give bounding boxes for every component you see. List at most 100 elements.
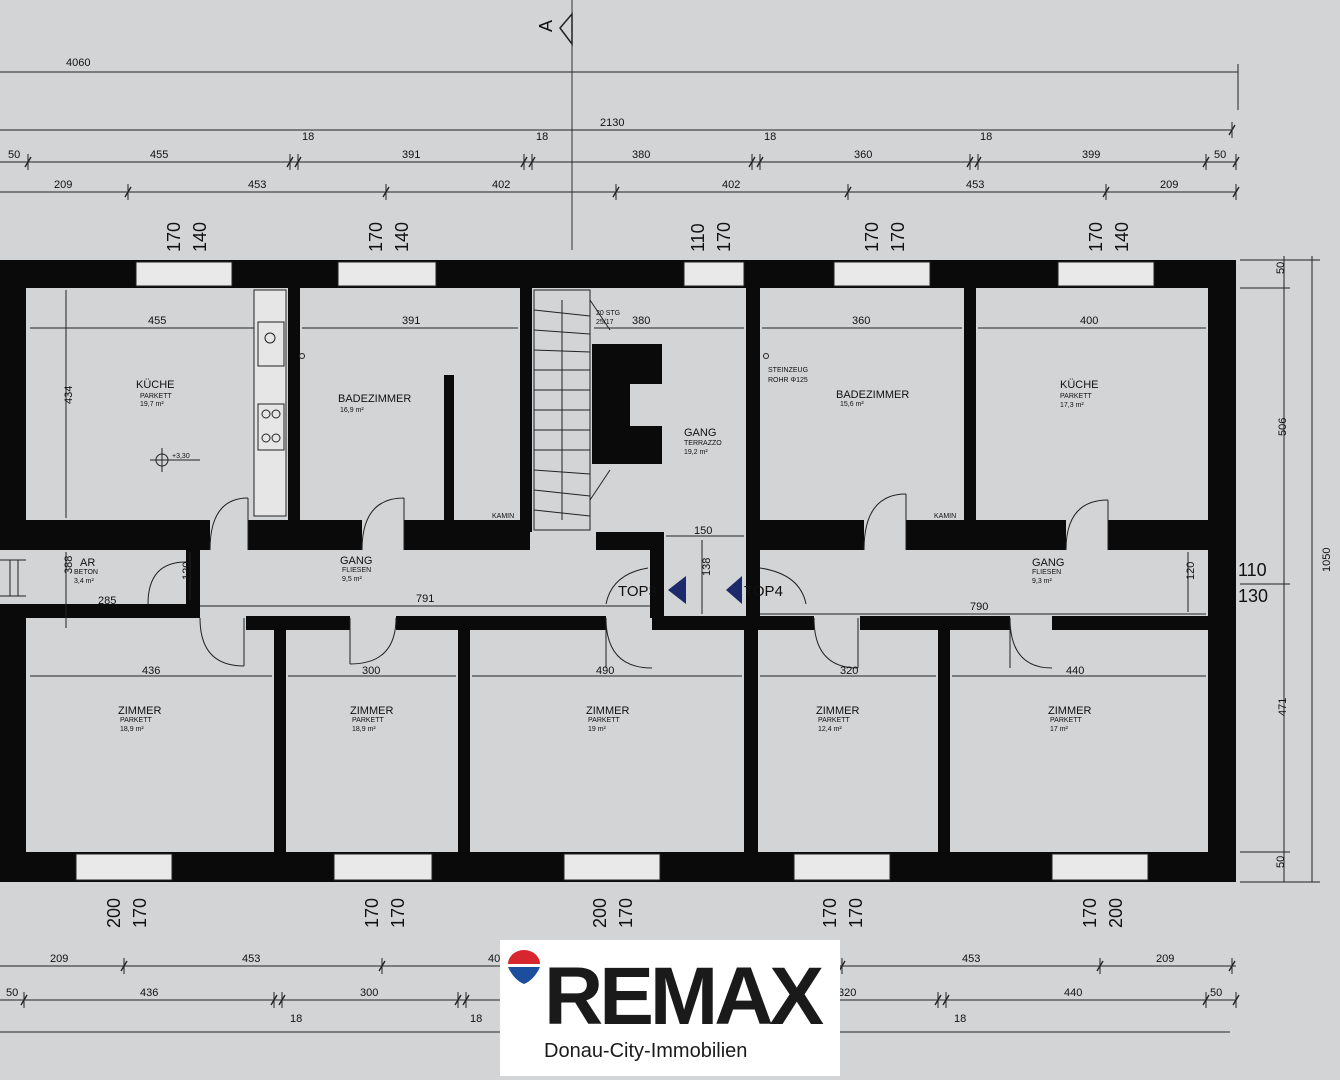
stair-width: 380	[632, 315, 650, 327]
top4-arrow-icon	[726, 576, 742, 604]
gang-top-floor: TERRAZZO	[684, 440, 722, 447]
dim-bot-r1-5: 209	[1156, 953, 1174, 965]
stair-label-1: 20 STG	[596, 310, 620, 317]
win-bot-2b: 170	[388, 898, 408, 928]
z5-floor: PARKETT	[1050, 717, 1082, 724]
win-bot-1a: 200	[104, 898, 124, 928]
z4-area: 12,4 m²	[818, 726, 842, 733]
ar-name: AR	[80, 557, 95, 569]
win-bot-2a: 170	[362, 898, 382, 928]
kueche1-area: 19,7 m²	[140, 401, 164, 408]
staircase	[533, 289, 611, 531]
dim-top-r1-4: 18	[536, 131, 548, 143]
z3-floor: PARKETT	[588, 717, 620, 724]
dim-ticks-top	[24, 122, 1240, 200]
dim-bot-r2-6: 50	[1210, 987, 1222, 999]
z2-area: 18,9 m²	[352, 726, 376, 733]
win-bot-5a: 170	[1080, 898, 1100, 928]
dim-bot-r1-1: 453	[242, 953, 260, 965]
level-marker-icon	[150, 448, 200, 472]
win-top-5a: 170	[1086, 222, 1106, 252]
dim-right-50b: 50	[1275, 856, 1287, 868]
win-top-1b: 140	[190, 222, 210, 252]
bad1-name: BADEZIMMER	[338, 393, 411, 405]
rohr-note-2: ROHR Φ125	[768, 377, 808, 384]
dim-bot-18-0: 18	[290, 1013, 302, 1025]
gang-r-area: 9,3 m²	[1032, 578, 1053, 585]
gang-r-d120: 120	[1185, 562, 1197, 580]
win-top-2b: 140	[392, 222, 412, 252]
bad1-width: 391	[402, 315, 420, 327]
z3-name: ZIMMER	[586, 705, 629, 717]
z4-name: ZIMMER	[816, 705, 859, 717]
remax-logo: REMAX Donau-City-Immobilien	[500, 940, 840, 1076]
kueche1-width: 455	[148, 315, 166, 327]
dim-bot-r2-1: 436	[140, 987, 158, 999]
z1-name: ZIMMER	[118, 705, 161, 717]
kueche2-area: 17,3 m²	[1060, 402, 1084, 409]
dim-top-r1-2: 18	[302, 131, 314, 143]
win-bot-4a: 170	[820, 898, 840, 928]
z2-name: ZIMMER	[350, 705, 393, 717]
dim-right-50a: 50	[1275, 262, 1287, 274]
dim-overall: 4060	[66, 57, 90, 69]
lobby-depth: 138	[701, 558, 713, 576]
win-top-4b: 170	[888, 222, 908, 252]
z2-floor: PARKETT	[352, 717, 384, 724]
z5-width: 440	[1066, 665, 1084, 677]
dim-top-r2-2: 402	[492, 179, 510, 191]
z5-area: 17 m²	[1050, 726, 1069, 733]
ar-floor: BETON	[74, 569, 98, 576]
dim-top-r1-5: 380	[632, 149, 650, 161]
z3-area: 19 m²	[588, 726, 607, 733]
sink-icon	[264, 332, 276, 344]
z1-width: 436	[142, 665, 160, 677]
gang-top-name: GANG	[684, 427, 716, 439]
rohr-note-1: STEINZEUG	[768, 367, 808, 374]
top4-label: TOP4	[744, 583, 783, 600]
kueche1-name: KÜCHE	[136, 379, 175, 391]
top3-arrow-icon	[668, 576, 686, 604]
dim-total: 2130	[600, 117, 624, 129]
dim-top-r1-10: 50	[1214, 149, 1226, 161]
dim-top-r1-0: 50	[8, 149, 20, 161]
dim-right-471: 471	[1277, 698, 1289, 716]
dim-right-110: 110	[1238, 560, 1267, 580]
pipe-icon	[763, 353, 769, 359]
dim-top-r1-6: 18	[764, 131, 776, 143]
dim-bot-r2-4: 320	[838, 987, 856, 999]
win-bot-3a: 200	[590, 898, 610, 928]
win-top-1a: 170	[164, 222, 184, 252]
ar-area: 3,4 m²	[74, 578, 95, 585]
lobby-width: 150	[694, 525, 712, 537]
inner-dim-lines	[30, 290, 1206, 677]
dim-right-130: 130	[1238, 586, 1268, 606]
gang-l-floor: FLIESEN	[342, 567, 371, 574]
section-arrow-icon	[559, 11, 573, 47]
win-top-3b: 170	[714, 222, 734, 252]
bad2-area: 15,6 m²	[840, 401, 864, 408]
gang-r-name: GANG	[1032, 557, 1064, 569]
win-bot-5b: 200	[1106, 898, 1126, 928]
section-label: A	[536, 20, 556, 32]
kueche1-floor: PARKETT	[140, 393, 172, 400]
dim-right-506: 506	[1277, 418, 1289, 436]
win-top-5b: 140	[1112, 222, 1132, 252]
dim-top-r1-8: 18	[980, 131, 992, 143]
bad2-width: 360	[852, 315, 870, 327]
dim-top-r2-4: 453	[966, 179, 984, 191]
kamin-label-1: KAMIN	[492, 513, 514, 520]
kueche1-depth: 434	[63, 386, 75, 404]
balloon-icon	[508, 950, 540, 984]
dim-top-r1-7: 360	[854, 149, 872, 161]
dim-bot-18-1: 18	[470, 1013, 482, 1025]
z2-width: 300	[362, 665, 380, 677]
stove-icon	[261, 409, 271, 419]
level-value: +3,30	[172, 453, 190, 460]
dim-bot-18-3: 18	[954, 1013, 966, 1025]
win-top-2a: 170	[366, 222, 386, 252]
dim-top-r2-1: 453	[248, 179, 266, 191]
z5-name: ZIMMER	[1048, 705, 1091, 717]
